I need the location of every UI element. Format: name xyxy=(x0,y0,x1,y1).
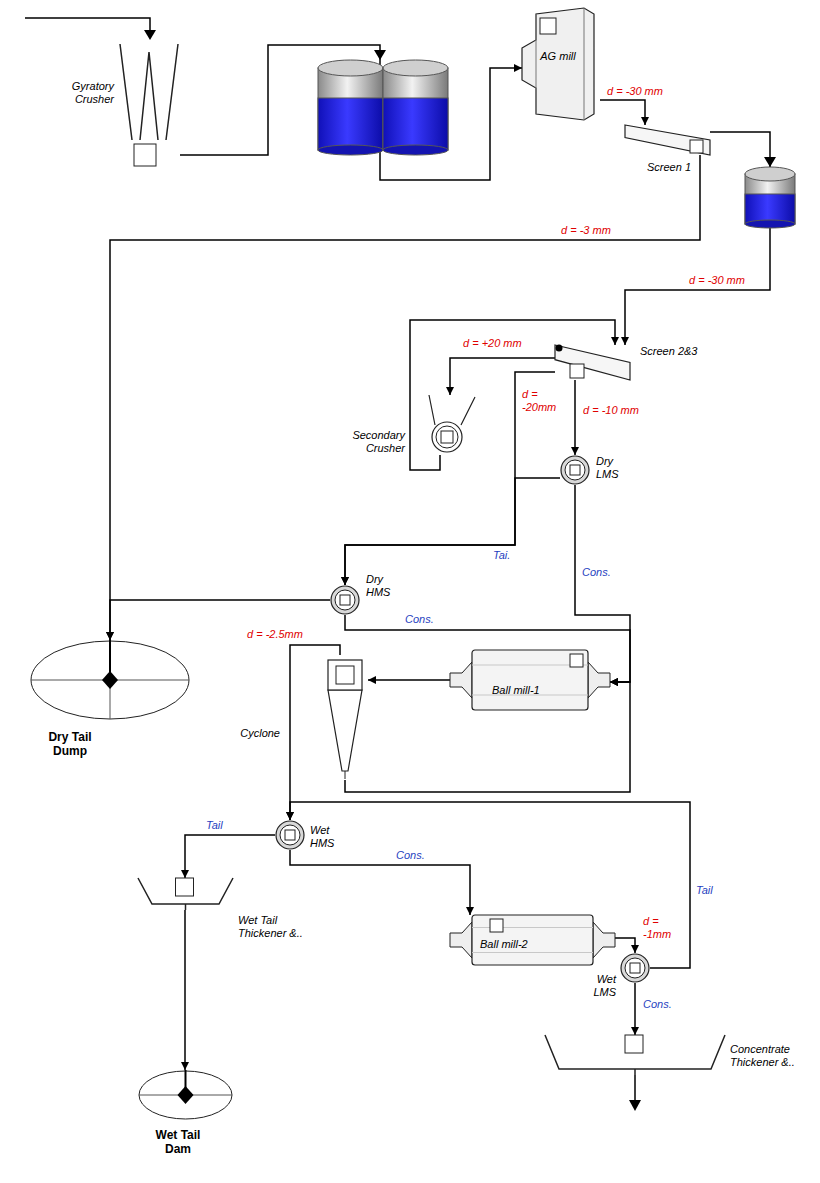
unit-label: Secondary Crusher xyxy=(345,429,405,455)
flow-line xyxy=(574,380,576,455)
stream-label: Cons. xyxy=(404,613,435,626)
stream-label: d = -1mm xyxy=(642,915,676,941)
ball-mill-symbol xyxy=(450,915,615,965)
flow-line xyxy=(185,835,275,878)
flow-line xyxy=(345,478,560,585)
stream-label: d = -3 mm xyxy=(560,224,612,237)
flow-line xyxy=(290,850,470,915)
flow-line xyxy=(615,938,635,953)
stream-label: Tail xyxy=(205,819,224,832)
unit-label: Ball mill-1 xyxy=(492,684,540,697)
unit-label: Concentrate Thickener &.. xyxy=(730,1043,810,1069)
stream-label: d = -20mm xyxy=(521,388,559,414)
stream-label: d = -2.5mm xyxy=(246,628,304,641)
stockpile-tank xyxy=(745,167,795,228)
arrow-head xyxy=(374,50,386,60)
magnetic-separator: Dry LMS xyxy=(560,455,590,485)
unit-label: Dry LMS xyxy=(596,455,628,481)
thickener-symbol xyxy=(138,878,233,910)
stream-label: Cons. xyxy=(395,849,426,862)
magnetic-separator: Wet HMS xyxy=(275,820,305,850)
arrow-head xyxy=(764,157,776,167)
unit-label: Wet HMS xyxy=(310,824,342,850)
flow-line xyxy=(368,679,450,681)
feed-line xyxy=(25,18,150,30)
stream-label: d = -30 mm xyxy=(688,274,746,287)
unit-label: Ball mill-2 xyxy=(480,938,528,951)
secondary-crusher: Secondary Crusher xyxy=(425,395,475,455)
screen-symbol xyxy=(625,125,710,155)
magnetic-separator-symbol xyxy=(275,820,305,850)
screen: Screen 1 xyxy=(625,125,710,155)
ball-mill: Ball mill-2 xyxy=(450,915,615,965)
unit-label: Wet Tail Thickener &.. xyxy=(238,914,313,940)
ag-mill: AG mill xyxy=(522,8,600,120)
flow-line xyxy=(110,155,700,640)
magnetic-separator-symbol xyxy=(560,455,590,485)
flow-line xyxy=(184,910,186,1070)
tail-dump: Dry Tail Dump xyxy=(30,640,190,720)
flow-line xyxy=(290,802,690,968)
stream-label: d = +20 mm xyxy=(462,337,523,350)
unit-label: Screen 1 xyxy=(647,161,691,174)
thickener-symbol xyxy=(545,1035,725,1075)
flow-line xyxy=(410,320,615,470)
thickener: Concentrate Thickener &.. xyxy=(545,1035,725,1075)
flow-line xyxy=(600,100,645,125)
unit-label: Wet Tail Dam xyxy=(148,1128,208,1157)
unit-label: Cyclone xyxy=(230,727,280,740)
unit-label: Screen 2&3 xyxy=(640,345,697,358)
magnetic-separator: Wet LMS xyxy=(620,953,650,983)
flow-line xyxy=(625,132,770,345)
stream-label: d = -30 mm xyxy=(606,85,664,98)
stockpile-tank xyxy=(318,60,448,155)
arrow-head xyxy=(144,30,156,40)
ball-mill-symbol xyxy=(450,650,610,710)
stream-label: Tail xyxy=(695,884,714,897)
screen: Screen 2&3 xyxy=(555,345,630,380)
cyclone: Cyclone xyxy=(322,655,368,780)
stream-label: Tai. xyxy=(492,549,511,562)
tail-dump-symbol xyxy=(30,640,190,720)
magnetic-separator-symbol xyxy=(620,953,650,983)
ball-mill: Ball mill-1 xyxy=(450,650,610,710)
flow-line xyxy=(634,983,636,1035)
flow-line xyxy=(180,45,522,180)
unit-label: Wet LMS xyxy=(578,973,616,999)
magnetic-separator-symbol xyxy=(330,585,360,615)
thickener: Wet Tail Thickener &.. xyxy=(138,878,233,910)
gyratory-crusher-symbol xyxy=(118,40,180,168)
tail-dam: Wet Tail Dam xyxy=(138,1070,233,1120)
tail-dam-symbol xyxy=(138,1070,233,1120)
stream-label: Cons. xyxy=(581,566,612,579)
secondary-crusher-symbol xyxy=(425,395,475,455)
unit-label: Dry HMS xyxy=(366,573,398,599)
stream-label: d = -10 mm xyxy=(582,404,640,417)
magnetic-separator: Dry HMS xyxy=(330,585,360,615)
unit-label: Gyratory Crusher xyxy=(56,80,114,106)
cyclone-symbol xyxy=(322,655,368,780)
unit-label: Dry Tail Dump xyxy=(35,730,105,759)
gyratory-crusher: Gyratory Crusher xyxy=(118,40,180,168)
ag-mill-symbol xyxy=(522,8,600,120)
stream-label: Cons. xyxy=(642,998,673,1011)
screen-symbol xyxy=(555,345,630,380)
arrow-head xyxy=(629,1100,641,1111)
outlet-line xyxy=(634,1075,636,1100)
unit-label: AG mill xyxy=(540,50,576,63)
